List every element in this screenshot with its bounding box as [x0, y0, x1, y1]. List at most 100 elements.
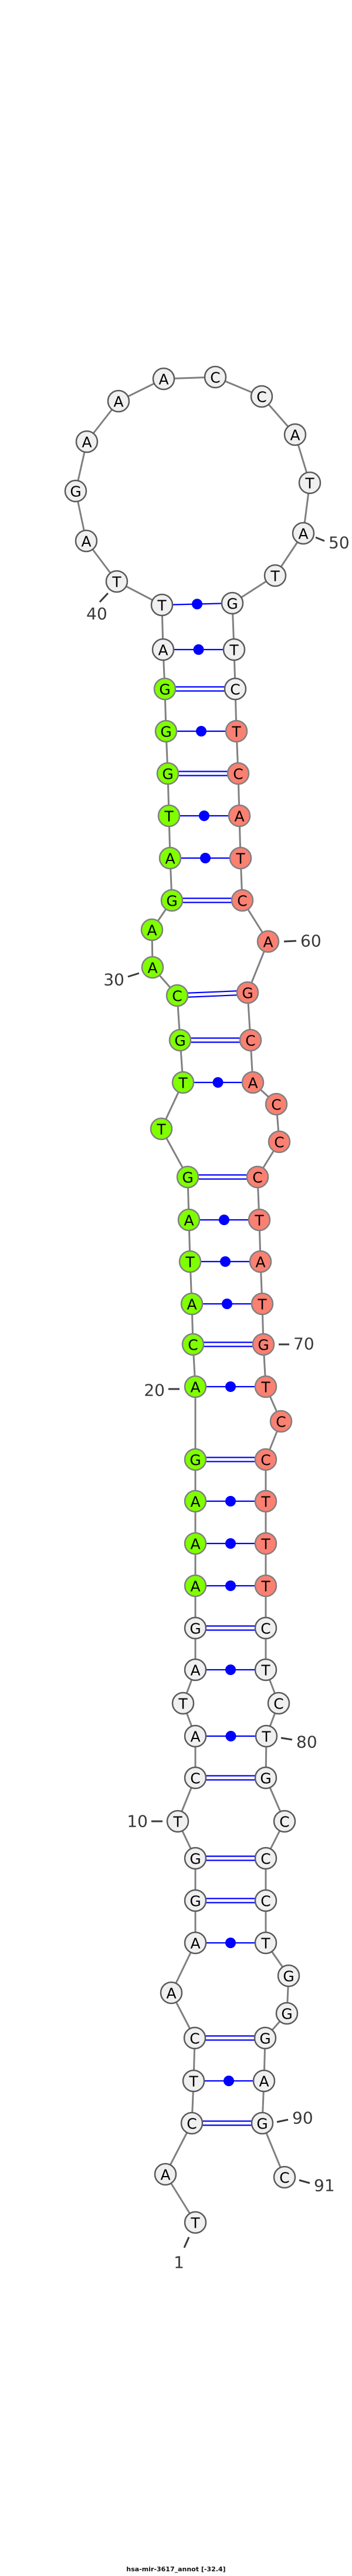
base-pair-69-22 — [192, 1299, 262, 1309]
nucleotide-letter: G — [189, 1452, 201, 1469]
bond-dot — [220, 1256, 231, 1267]
bond-dot — [212, 1077, 224, 1088]
nucleotide-77: C — [254, 1616, 277, 1640]
nucleotide-circle — [165, 984, 189, 1007]
bond-dot — [225, 1664, 236, 1675]
nucleotide-47: C — [250, 385, 273, 408]
nucleotide-10: T — [166, 1810, 189, 1833]
base-pair-53-38 — [163, 644, 234, 655]
nucleotide-66: C — [246, 1165, 269, 1189]
nucleotide-circle — [184, 1889, 207, 1912]
nucleotide-85: T — [254, 1931, 277, 1955]
nucleotide-circle — [254, 1489, 277, 1513]
nucleotide-71: T — [254, 1375, 277, 1398]
nucleotide-letter: A — [259, 2073, 269, 2090]
nucleotide-circle — [184, 1931, 207, 1955]
nucleotide-2: A — [154, 2163, 177, 2186]
position-label-30: 30 — [103, 970, 140, 990]
nucleotide-letter: A — [158, 371, 168, 388]
nucleotide-83: C — [254, 1847, 277, 1870]
bond-dot — [200, 853, 211, 863]
nucleotide-circle — [228, 804, 251, 828]
nucleotide-circle — [254, 1847, 277, 1870]
nucleotide-circle — [160, 1981, 183, 2005]
nucleotide-letter: A — [190, 1935, 200, 1952]
nucleotide-letter: C — [237, 893, 247, 910]
nucleotide-72: C — [269, 1410, 293, 1433]
nucleotide-letter: G — [226, 596, 238, 613]
nucleotide-87: G — [275, 2002, 299, 2025]
nucleotide-8: G — [184, 1889, 207, 1912]
nucleotide-letter: C — [190, 1770, 200, 1787]
nucleotide-circle — [151, 638, 175, 661]
base-pair-55-36 — [166, 726, 236, 737]
nucleotide-circle — [265, 1092, 288, 1116]
nucleotide-1: T — [184, 2211, 207, 2234]
nucleotide-letter: C — [256, 389, 266, 406]
nucleotide-circle — [231, 889, 254, 912]
nucleotide-letter: C — [210, 369, 220, 386]
nucleotide-letter: G — [162, 766, 173, 783]
nucleotide-44: A — [107, 389, 130, 413]
nucleotide-letter: A — [147, 922, 157, 939]
nucleotide-62: C — [239, 1028, 262, 1052]
nucleotide-67: T — [248, 1208, 271, 1232]
position-label-40: 40 — [86, 592, 109, 624]
nucleotide-circle — [176, 1165, 199, 1189]
label-tick — [315, 536, 325, 542]
nucleotide-letter: C — [233, 766, 243, 783]
nucleotide-letter: T — [185, 1254, 195, 1271]
nucleotide-letter: T — [260, 1494, 270, 1511]
nucleotide-circle — [75, 430, 99, 453]
nucleotide-circle — [150, 593, 174, 617]
nucleotide-79: C — [267, 1691, 290, 1715]
bond-dot — [224, 2076, 234, 2086]
nucleotide-letter: G — [189, 1893, 201, 1910]
nucleotide-letter: G — [174, 1033, 185, 1050]
base-pair-76-16 — [195, 1580, 266, 1591]
position-label-60: 60 — [283, 931, 321, 951]
nucleotide-letter: C — [188, 1337, 198, 1354]
nucleotide-letter: A — [298, 526, 308, 543]
nucleotide-circle — [273, 2165, 296, 2189]
nucleotide-letter: T — [229, 642, 239, 659]
nucleotide-88: G — [253, 2026, 277, 2050]
nucleotide-circle — [183, 2026, 207, 2050]
nucleotide-letter: G — [70, 483, 81, 500]
base-pair-75-17 — [195, 1538, 266, 1549]
base-pair-62-28 — [180, 1037, 251, 1043]
bond-dot — [222, 1299, 232, 1309]
nucleotide-letter: G — [189, 1851, 201, 1868]
nucleotide-80: T — [255, 1724, 278, 1748]
nucleotide-letter: A — [248, 1075, 258, 1092]
position-number: 70 — [293, 1334, 314, 1354]
nucleotide-circle — [204, 365, 227, 389]
nucleotide-circle — [267, 1691, 290, 1715]
bond-dot — [199, 811, 209, 821]
nucleotide-32: G — [160, 889, 184, 912]
nucleotide-64: C — [265, 1092, 288, 1116]
nucleotide-circle — [160, 889, 184, 912]
base-pair-57-34 — [169, 811, 239, 821]
nucleotide-letter: A — [158, 642, 168, 659]
nucleotide-60: A — [256, 930, 280, 953]
base-pair-68-23 — [190, 1256, 260, 1267]
nucleotide-circle — [166, 1810, 189, 1833]
nucleotide-letter: G — [159, 681, 170, 698]
nucleotide-19: G — [184, 1448, 207, 1471]
position-number: 10 — [127, 1812, 148, 1831]
nucleotide-letter: G — [260, 1770, 271, 1787]
double-bond-line — [177, 994, 248, 998]
position-number: 20 — [144, 1381, 165, 1400]
nucleotide-11: C — [184, 1766, 207, 1790]
nucleotide-17: A — [184, 1532, 207, 1555]
nucleotide-circle — [184, 1448, 207, 1471]
nucleotide-52: G — [221, 591, 244, 615]
base-pair-78-14 — [195, 1664, 266, 1675]
nucleotide-circle — [239, 1028, 262, 1052]
nucleotide-13: T — [171, 1691, 195, 1715]
base-pair-61-29 — [177, 990, 248, 998]
bond-dot — [192, 598, 202, 610]
position-number: 30 — [103, 970, 124, 990]
label-tick — [183, 2237, 190, 2248]
